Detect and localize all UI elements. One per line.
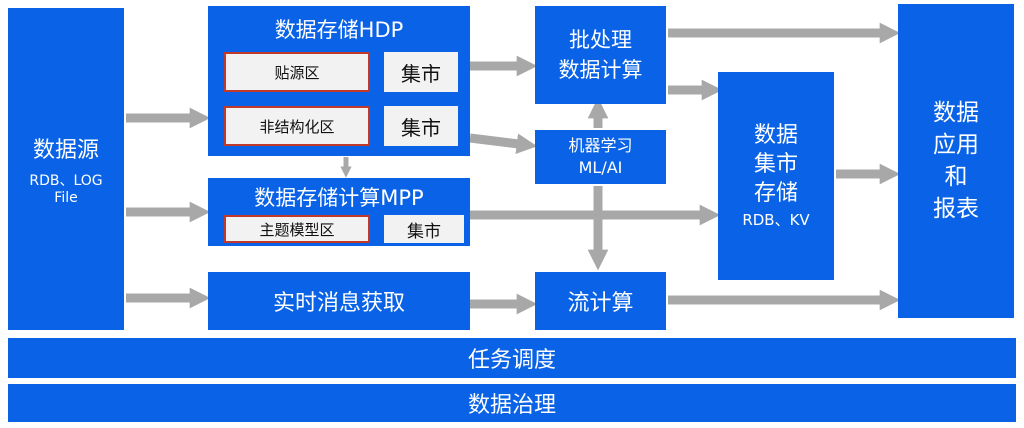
data-source-block: 数据源 RDB、LOG File: [8, 8, 124, 330]
app-line2: 应用: [933, 132, 979, 158]
hdp-block: 数据存储HDP 贴源区 集市 非结构化区 集市: [208, 6, 470, 156]
batch-line2: 数据计算: [558, 58, 643, 82]
data-governance-bar: 数据治理: [8, 384, 1016, 422]
app-line3: 和: [944, 164, 968, 190]
batch-compute-block: 批处理 数据计算: [535, 6, 666, 104]
ml-line2: ML/AI: [578, 158, 623, 177]
app-line1: 数据: [933, 100, 979, 126]
ml-block: 机器学习 ML/AI: [535, 130, 666, 184]
mpp-mart: 集市: [384, 215, 464, 243]
hdp-title: 数据存储HDP: [274, 18, 404, 42]
hdp-zone-unstructured: 非结构化区: [224, 106, 370, 146]
datamart-line4: RDB、KV: [742, 210, 810, 229]
data-source-sub1: RDB、LOG: [29, 173, 103, 189]
datamart-line1: 数据: [753, 122, 798, 148]
ml-line1: 机器学习: [568, 136, 633, 155]
hdp-mart-2: 集市: [384, 106, 458, 146]
datamart-storage-block: 数据 集市 存储 RDB、KV: [718, 72, 834, 280]
data-source-title: 数据源: [32, 138, 99, 163]
app-line4: 报表: [933, 196, 979, 222]
arrow-hdp-to-ml: [469, 133, 538, 155]
mpp-title: 数据存储计算MPP: [254, 186, 424, 210]
data-app-block: 数据 应用 和 报表: [898, 4, 1014, 318]
hdp-zone-source: 贴源区: [224, 52, 370, 92]
datamart-line3: 存储: [753, 180, 798, 206]
realtime-block: 实时消息获取: [208, 272, 470, 330]
hdp-mart-1: 集市: [384, 52, 458, 92]
datamart-line2: 集市: [753, 151, 798, 177]
task-scheduling-bar: 任务调度: [8, 338, 1016, 378]
batch-line1: 批处理: [569, 28, 632, 52]
data-source-sub2: File: [54, 190, 78, 206]
mpp-zone-topic: 主题模型区: [224, 215, 370, 243]
mpp-block: 数据存储计算MPP 主题模型区 集市: [208, 178, 470, 246]
stream-compute-block: 流计算: [535, 272, 666, 330]
